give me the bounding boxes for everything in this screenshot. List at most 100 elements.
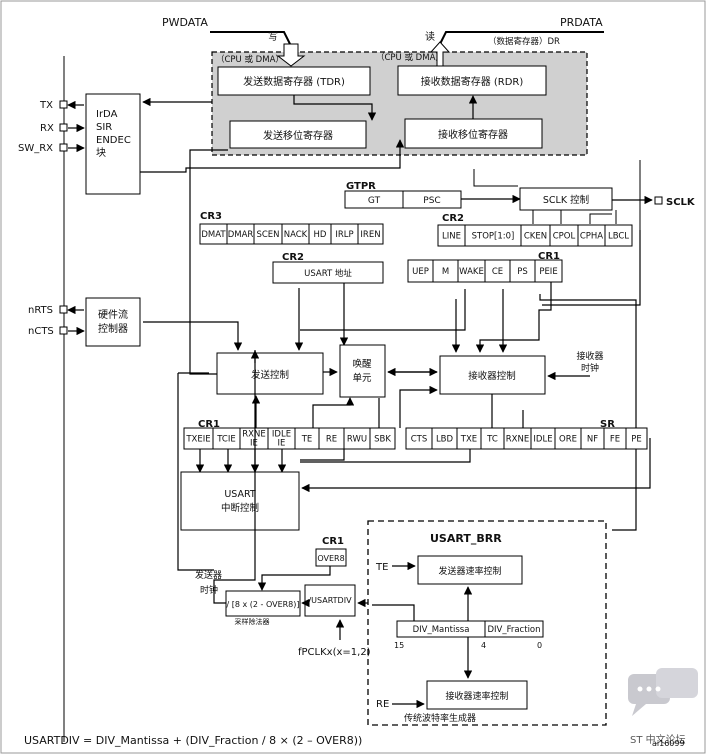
usart-addr-field xyxy=(272,261,384,284)
prdata-label: PRDATA xyxy=(560,16,603,29)
fpclk-label: fPCLKx(x=1,2) xyxy=(298,647,371,658)
wake-line xyxy=(300,289,466,331)
gtpr-gt-label: GT xyxy=(368,196,381,206)
sr-field-label-7: NF xyxy=(587,434,598,444)
tdr-label: 发送数据寄存器 (TDR) xyxy=(243,75,345,88)
hw-flow-box xyxy=(85,297,141,347)
tx-rate-label: 发送器速率控制 xyxy=(438,565,501,577)
peie-to-rx-arrow xyxy=(475,282,552,353)
cr3-field-label-6: IREN xyxy=(360,230,380,240)
rx-control-box xyxy=(439,355,546,395)
sr-field-label-0: CTS xyxy=(411,434,428,444)
cr2-to-sclk-lines xyxy=(532,210,617,224)
sclk-control-label: SCLK 控制 xyxy=(543,194,589,206)
sr-to-irq-line xyxy=(300,449,471,463)
gtpr-psc-label: PSC xyxy=(423,196,440,206)
cpu-dma-left-label: （CPU 或 DMA） xyxy=(216,54,284,65)
usart-irq-l2: 中断控制 xyxy=(221,502,259,514)
brr-block xyxy=(367,520,607,726)
rwu-to-rx-arrow xyxy=(399,385,438,428)
cr1bot-field-7 xyxy=(369,427,396,450)
cr1-bottom-label: CR1 xyxy=(198,419,220,430)
sclk-pin-label: SCLK xyxy=(666,197,696,208)
cr1top-field-label-5: PEIE xyxy=(539,267,557,277)
cr1bot-field-label-7: SBK xyxy=(374,434,391,444)
hw-flow-l1: 硬件流 xyxy=(98,308,128,321)
brr-bit0: 0 xyxy=(537,641,542,650)
tdr-box xyxy=(217,66,371,96)
re-to-wakeup-arrow xyxy=(312,397,355,428)
usartdiv-label: /USARTDIV xyxy=(308,596,352,605)
cr1bot-field-label-2-0: RXNE xyxy=(242,429,265,439)
cr2-field-label-3: CPOL xyxy=(553,231,576,241)
rx-shift-label: 接收移位寄存器 xyxy=(438,128,508,141)
ncts-pin-label: nCTS xyxy=(28,326,54,337)
tx-rate-box xyxy=(417,555,523,585)
wakeup-box xyxy=(339,344,386,398)
te-re-join-line xyxy=(300,449,345,461)
div-fraction-field xyxy=(484,620,544,638)
brr-gen-label: 传统波特率生成器 xyxy=(404,712,476,724)
cr1bot-field-label-0: TXEIE xyxy=(185,434,210,444)
prdata-bus-line xyxy=(439,31,604,45)
cr3-field-label-5: IRLP xyxy=(335,230,353,240)
cr1bot-field-label-3-0: IDLE xyxy=(272,429,291,439)
brr-te-label: TE xyxy=(375,562,388,573)
write-label: 写 xyxy=(268,31,278,43)
cr1bot-field-label-2-1: IE xyxy=(250,438,258,448)
gtpr-label: GTPR xyxy=(346,181,376,192)
hwflow-to-tx-arrow xyxy=(143,321,243,351)
tx-shift-label: 发送移位寄存器 xyxy=(263,129,333,142)
tx-ctrl-to-shift-line xyxy=(189,149,228,375)
div-mantissa-label: DIV_Mantissa xyxy=(413,625,470,635)
read-label: 读 xyxy=(425,30,435,43)
rx-rate-label: 接收器速率控制 xyxy=(445,690,508,702)
cr1top-field-label-0: UEP xyxy=(412,267,429,277)
irda-l4: 块 xyxy=(96,147,106,159)
cr1top-field-label-2: WAKE xyxy=(459,267,484,277)
tx-pin-label: TX xyxy=(39,100,53,111)
cr3-field-6 xyxy=(357,223,384,245)
cr2-field-label-0: LINE xyxy=(442,231,461,241)
cr2-top-label: CR2 xyxy=(442,213,464,224)
sr-field-label-2: TXE xyxy=(460,434,477,444)
cr1top-field-label-1: M xyxy=(442,267,449,277)
sr-field-label-3: TC xyxy=(486,434,498,444)
wakeup-l2: 单元 xyxy=(352,372,372,384)
rdr-box xyxy=(397,65,547,96)
pe-to-irq-arrow xyxy=(301,438,651,493)
forum-watermark-icon xyxy=(628,668,698,716)
cpu-dma-right-label: （CPU 或 DMA） xyxy=(376,52,444,63)
usart-irq-box xyxy=(180,471,300,531)
over8-to-div-arrow xyxy=(257,566,331,591)
rx-pin-label: RX xyxy=(40,123,54,134)
brr-re-label: RE xyxy=(376,699,389,710)
sclk-feed-line xyxy=(473,169,518,187)
sr-field-label-9: PE xyxy=(631,434,642,444)
irda-l3: ENDEC xyxy=(96,135,131,146)
div-block-label: / [8 x (2 - OVER8)] xyxy=(226,600,299,609)
write-arrow xyxy=(276,43,306,67)
cr1bot-field-label-3-1: IE xyxy=(278,438,286,448)
rdr-label: 接收数据寄存器 (RDR) xyxy=(421,75,524,88)
pwdata-label: PWDATA xyxy=(162,16,208,29)
rx-clock-l2: 时钟 xyxy=(581,362,599,374)
irda-l1: IrDA xyxy=(96,109,118,120)
sclk-control-box xyxy=(519,187,613,211)
usartdiv-box xyxy=(304,584,356,617)
tx-clock-l1: 发送器 xyxy=(195,569,222,581)
hw-flow-l2: 控制器 xyxy=(98,322,128,335)
sr-field-label-1: LBD xyxy=(436,434,454,444)
sclk-pin xyxy=(654,196,663,205)
cr3-field-label-2: SCEN xyxy=(256,230,279,240)
cr1top-field-label-4: PS xyxy=(517,267,528,277)
dr-label: （数据寄存器）DR xyxy=(488,36,560,47)
cr3-field-label-0: DMAT xyxy=(201,230,226,240)
cr2-field-label-2: CKEN xyxy=(524,231,547,241)
